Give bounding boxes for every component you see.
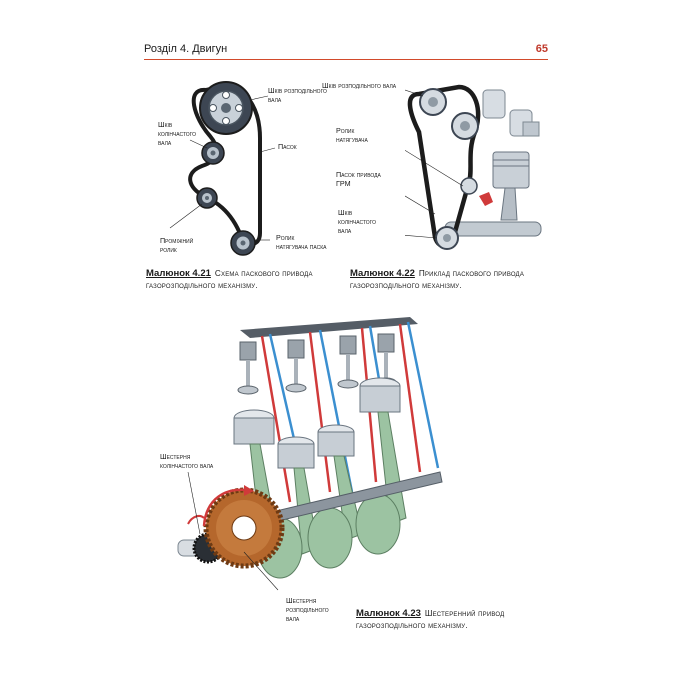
figure-4-23-diagram [177, 317, 443, 591]
valves [237, 333, 397, 395]
fig21-label-cam-pulley: Шків розподільного вала [268, 86, 327, 104]
fig22-caption-number: Малюнок 4.22 [350, 268, 415, 279]
fig22-caption-text: Приклад паскового привода газорозподільн… [350, 269, 525, 290]
fig23-caption-number: Малюнок 4.23 [356, 608, 421, 619]
pistons [233, 377, 401, 469]
fig22-label-cam-pulley: Шків розподільного вала [322, 81, 397, 90]
fig23-label-cam-gear: Шестерня розподільного вала [286, 596, 329, 623]
section-title: Розділ 4. Двигун [144, 43, 228, 55]
fig22-label-belt: Пасок привода ГРМ [336, 170, 381, 188]
idler-roller [196, 187, 218, 209]
fig21-label-crank-pulley: Шків колінчастого вала [158, 120, 197, 147]
fig21-label-belt: Пасок [278, 142, 297, 151]
fig21-label-tensioner: Ролик натягувача паска [276, 233, 327, 251]
crank-pulley [201, 141, 225, 165]
figure-4-21-diagram [169, 81, 276, 256]
timing-belt [407, 84, 481, 249]
fig23-label-crank-gear: Шестерня колінчастого вала [160, 452, 214, 470]
fig22-label-crank-pulley: Шків колінчастого вала [338, 208, 377, 235]
page-header: Розділ 4. Двигун 65 [144, 40, 548, 60]
fig22-label-tensioner: Ролик натягувача [336, 126, 368, 144]
cam-pulleys [419, 88, 479, 140]
rotation-arrow-small [187, 515, 205, 525]
fig23-caption-text: Шестеренний привод газорозподільного мех… [356, 609, 505, 630]
page-number: 65 [535, 43, 548, 55]
cam-pulley [199, 81, 253, 135]
fig21-label-idler: Проміжний ролик [160, 236, 194, 254]
cam-gear [203, 487, 285, 569]
header-rule [144, 59, 548, 60]
figure-4-22-diagram [405, 84, 542, 250]
tensioner-roller-2 [460, 177, 478, 195]
tensioner-roller [230, 230, 256, 256]
rotation-arrow-large [202, 488, 247, 527]
crank-pulley-2 [435, 226, 459, 250]
fig21-caption-number: Малюнок 4.21 [146, 268, 211, 279]
fig21-caption-text: Схема паскового привода газорозподільног… [146, 269, 313, 290]
